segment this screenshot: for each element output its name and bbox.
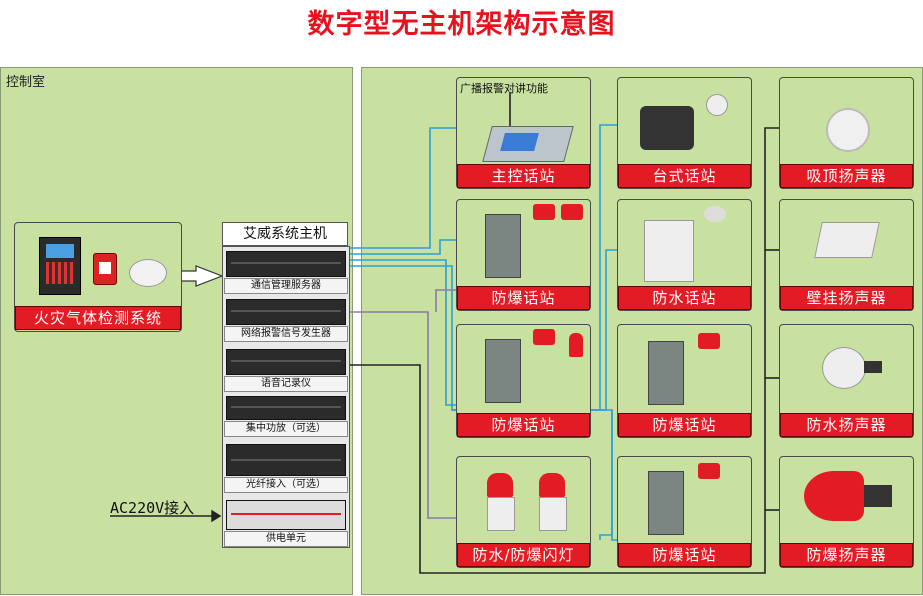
red-beacon-icon xyxy=(569,333,583,357)
host-title: 艾威系统主机 xyxy=(222,222,348,246)
amplifier-device xyxy=(226,396,346,420)
control-room-label: 控制室 xyxy=(6,75,46,90)
explosion-horn-speaker-icon xyxy=(804,471,864,521)
explosion-phone-icon xyxy=(485,339,521,403)
flash-light-icon xyxy=(487,473,513,497)
explosion-phone-icon xyxy=(648,471,684,535)
red-horn-icon xyxy=(561,204,583,220)
desk-station-label: 台式话站 xyxy=(618,164,751,188)
red-horn-icon xyxy=(698,333,720,349)
red-horn-icon xyxy=(533,204,555,220)
broadcast-note: 广播报警对讲功能 xyxy=(460,82,548,95)
master-station-label: 主控话站 xyxy=(457,164,590,188)
power-unit-device xyxy=(226,500,346,530)
comm-server-device xyxy=(226,251,346,277)
voice-recorder-label: 语音记录仪 xyxy=(224,376,348,392)
ceiling-speaker-icon xyxy=(826,108,870,152)
waterproof-speaker-label: 防水扬声器 xyxy=(780,413,913,437)
waterproof-station-label: 防水话站 xyxy=(618,286,751,310)
ceiling-speaker-label: 吸顶扬声器 xyxy=(780,164,913,188)
alarm-generator-label: 网络报警信号发生器 xyxy=(224,326,348,342)
voice-recorder-device xyxy=(226,349,346,375)
explosion-phone-icon xyxy=(648,341,684,405)
horn-speaker-icon xyxy=(704,206,726,222)
explosion-proof-station-3-label: 防爆话站 xyxy=(618,413,751,437)
horn-speaker-icon xyxy=(822,347,866,389)
desk-phone-icon xyxy=(640,106,694,150)
comm-server-label: 通信管理服务器 xyxy=(224,278,348,294)
red-horn-icon xyxy=(533,329,555,345)
small-speaker-icon xyxy=(706,94,728,116)
fiber-device xyxy=(226,444,346,476)
explosion-proof-station-2-label: 防爆话站 xyxy=(457,413,590,437)
alarm-generator-device xyxy=(226,299,346,325)
explosion-proof-speaker-label: 防爆扬声器 xyxy=(780,543,913,567)
explosion-proof-station-1-label: 防爆话站 xyxy=(457,286,590,310)
flash-light-label: 防水/防爆闪灯 xyxy=(457,543,590,567)
fire-panel-icon xyxy=(39,237,81,295)
explosion-phone-icon xyxy=(485,214,521,278)
amplifier-label: 集中功放（可选） xyxy=(224,421,348,437)
fiber-label: 光纤接入（可选） xyxy=(224,477,348,493)
page-title: 数字型无主机架构示意图 xyxy=(307,9,616,40)
wall-speaker-label: 壁挂扬声器 xyxy=(780,286,913,310)
flash-light-icon xyxy=(539,473,565,497)
master-console-icon xyxy=(482,126,574,162)
wall-speaker-icon xyxy=(814,222,880,258)
fire-gas-system-label: 火灾气体检测系统 xyxy=(15,306,181,330)
alarm-button-icon xyxy=(93,253,117,285)
power-unit-label: 供电单元 xyxy=(224,531,348,547)
red-horn-icon xyxy=(698,463,720,479)
smoke-detector-icon xyxy=(129,259,167,287)
explosion-proof-station-4-label: 防爆话站 xyxy=(618,543,751,567)
ac-input-label: AC220V接入 xyxy=(110,499,195,517)
waterproof-cabinet-icon xyxy=(644,220,694,282)
